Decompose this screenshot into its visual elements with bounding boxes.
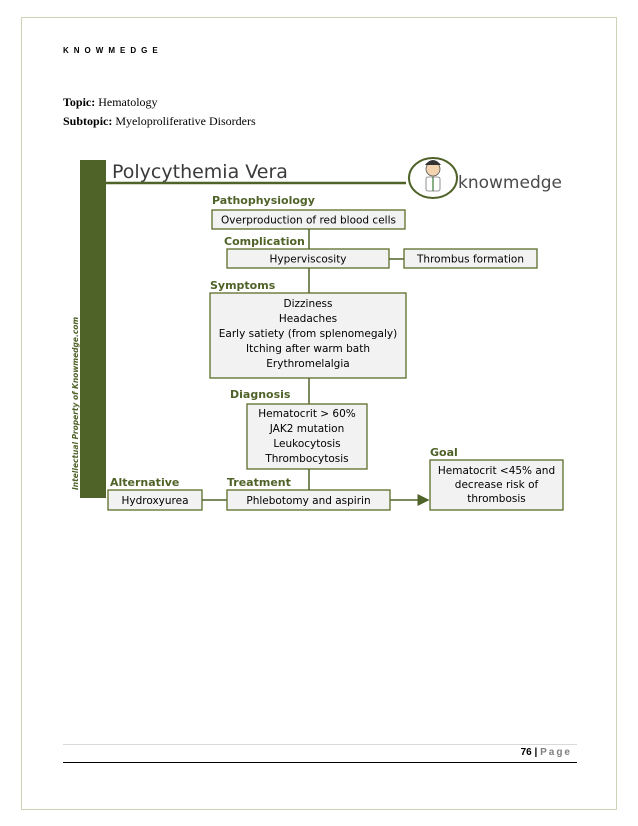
box-alternative <box>107 489 203 511</box>
diagnosis-item: Hematocrit > 60% <box>258 408 356 420</box>
heading-symptoms: Symptoms <box>210 279 276 292</box>
diagnosis-item: JAK2 mutation <box>269 423 345 435</box>
page-word: Page <box>540 747 572 758</box>
box-symptoms <box>209 292 407 379</box>
box-thrombus <box>403 248 538 269</box>
text-alternative: Hydroxyurea <box>121 495 188 507</box>
heading-pathophysiology: Pathophysiology <box>212 194 315 207</box>
box-hyperviscosity <box>226 248 390 269</box>
logo-text: knowmedge <box>458 173 562 193</box>
side-bar <box>80 160 106 498</box>
subtopic-line: Subtopic: Myeloproliferative Disorders <box>63 114 256 129</box>
heading-complication: Complication <box>224 235 305 248</box>
diagram-title: Polycythemia Vera <box>112 161 288 183</box>
diagnosis-item: Leukocytosis <box>273 438 340 450</box>
polycythemia-vera-diagram: Intellectual Property of Knowmedge.com P… <box>71 157 564 511</box>
text-treatment: Phlebotomy and aspirin <box>246 495 370 507</box>
heading-treatment: Treatment <box>227 476 291 489</box>
symptom-item: Early satiety (from splenomegaly) <box>219 328 397 340</box>
text-thrombus: Thrombus formation <box>416 254 524 266</box>
box-diagnosis <box>246 403 368 470</box>
text-pathophysiology: Overproduction of red blood cells <box>221 215 396 227</box>
page-border <box>21 17 617 810</box>
footer-line <box>63 762 577 763</box>
symptom-item: Headaches <box>279 313 337 325</box>
heading-goal: Goal <box>430 446 458 459</box>
symptom-item: Itching after warm bath <box>246 343 370 355</box>
heading-diagnosis: Diagnosis <box>230 388 291 401</box>
text-hyperviscosity: Hyperviscosity <box>269 254 346 266</box>
box-treatment <box>226 489 391 511</box>
diagnosis-item: Thrombocytosis <box>264 453 348 465</box>
subtopic-value: Myeloproliferative Disorders <box>115 114 256 128</box>
topic-value: Hematology <box>98 95 158 109</box>
symptom-item: Dizziness <box>284 298 333 310</box>
page-separator: | <box>534 747 538 758</box>
box-pathophysiology <box>211 209 406 230</box>
doctor-hair-icon <box>425 160 441 165</box>
knowmedge-logo: knowmedge <box>408 157 562 199</box>
goal-line: Hematocrit <45% and <box>438 465 555 477</box>
box-goal <box>429 459 564 511</box>
page-number-value: 76 <box>520 747 532 758</box>
topic-line: Topic: Hematology <box>63 95 158 110</box>
goal-line: thrombosis <box>467 493 525 505</box>
header-brand: KNOWMEDGE <box>63 46 163 55</box>
goal-line: decrease risk of <box>455 479 539 491</box>
topic-label: Topic: <box>63 95 96 109</box>
symptom-item: Erythromelalgia <box>266 358 349 370</box>
heading-alternative: Alternative <box>110 476 179 489</box>
side-text: Intellectual Property of Knowmedge.com <box>71 317 80 490</box>
subtopic-label: Subtopic: <box>63 114 113 128</box>
footer-rule <box>63 744 577 745</box>
page-number: 76 | Page <box>521 747 572 758</box>
